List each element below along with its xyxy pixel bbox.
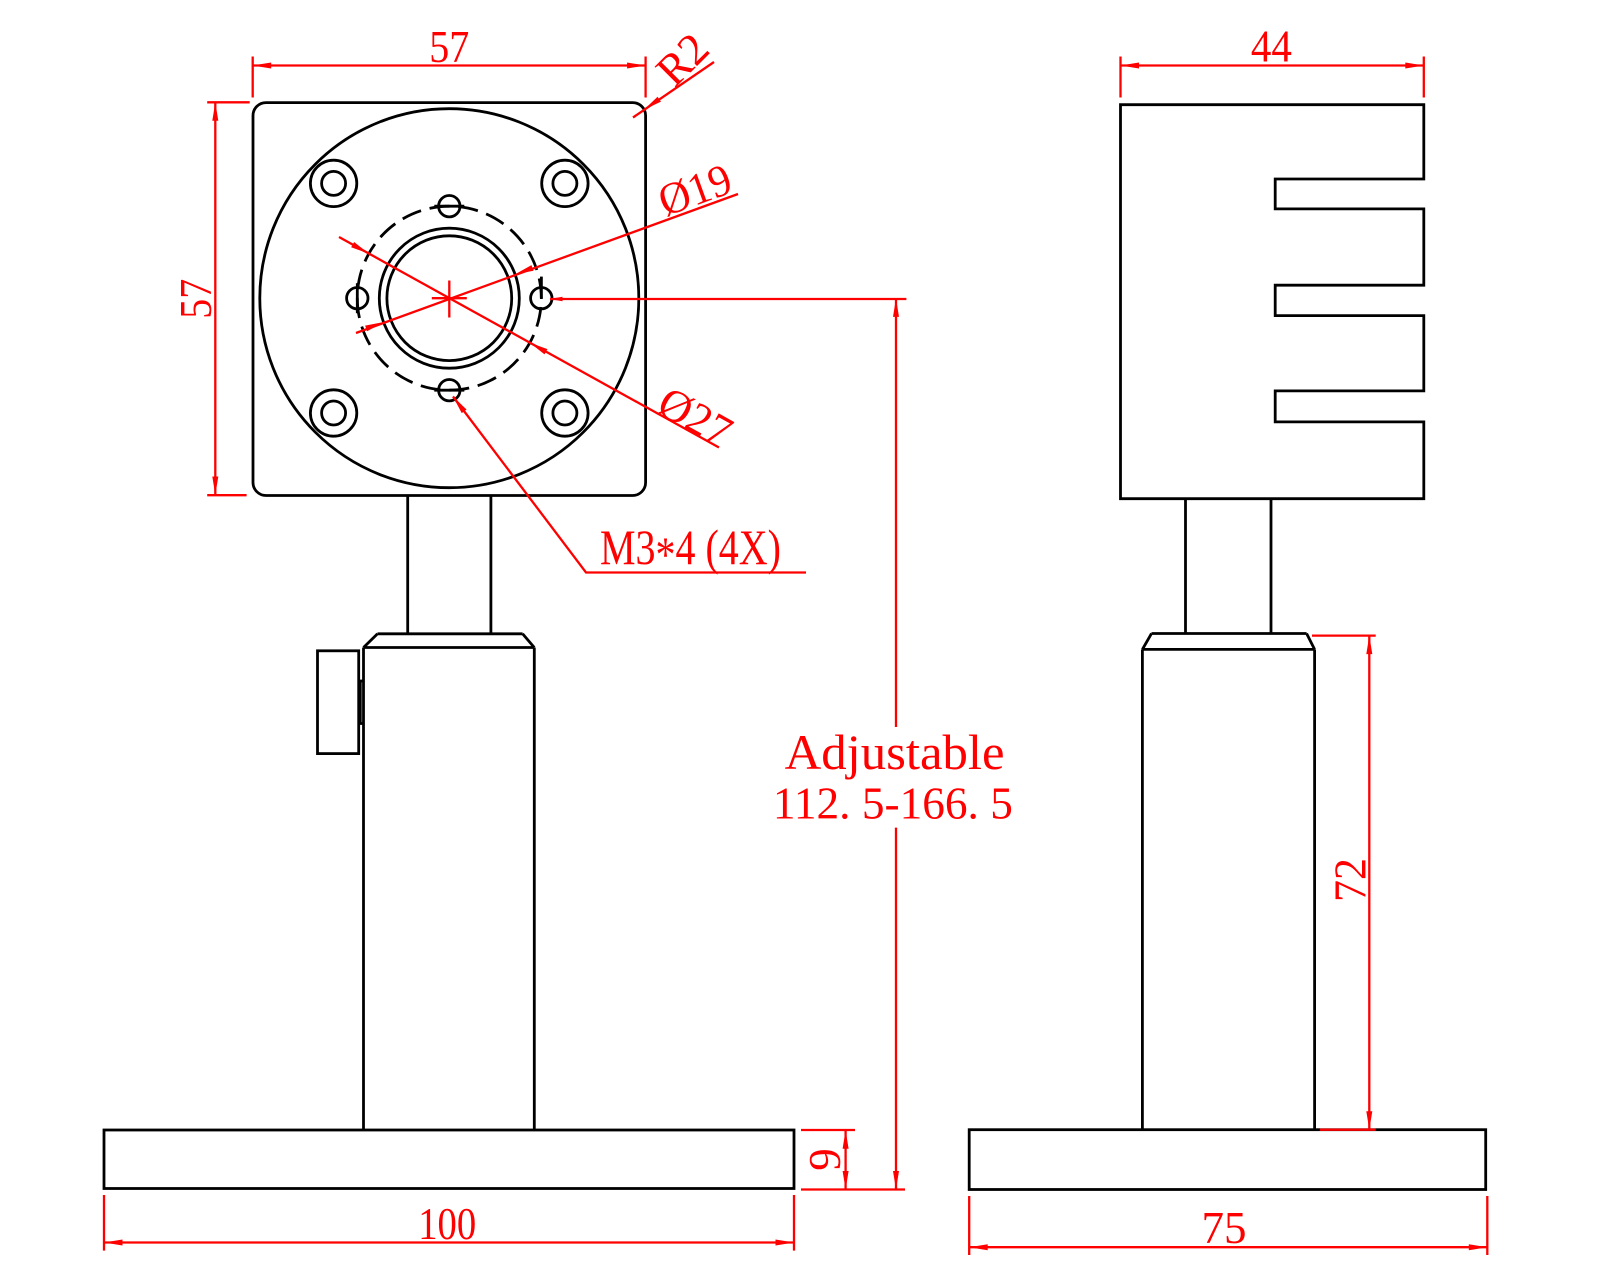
- svg-text:72: 72: [1325, 858, 1375, 902]
- svg-text:M3*4 (4X): M3*4 (4X): [600, 519, 781, 582]
- svg-text:Adjustable: Adjustable: [785, 724, 1005, 780]
- svg-text:57: 57: [429, 22, 469, 72]
- svg-text:112. 5-166. 5: 112. 5-166. 5: [773, 779, 1013, 829]
- svg-text:75: 75: [1202, 1203, 1247, 1253]
- svg-text:9: 9: [800, 1148, 850, 1171]
- svg-text:100: 100: [418, 1199, 476, 1249]
- svg-text:44: 44: [1251, 22, 1292, 72]
- svg-text:57: 57: [171, 279, 221, 319]
